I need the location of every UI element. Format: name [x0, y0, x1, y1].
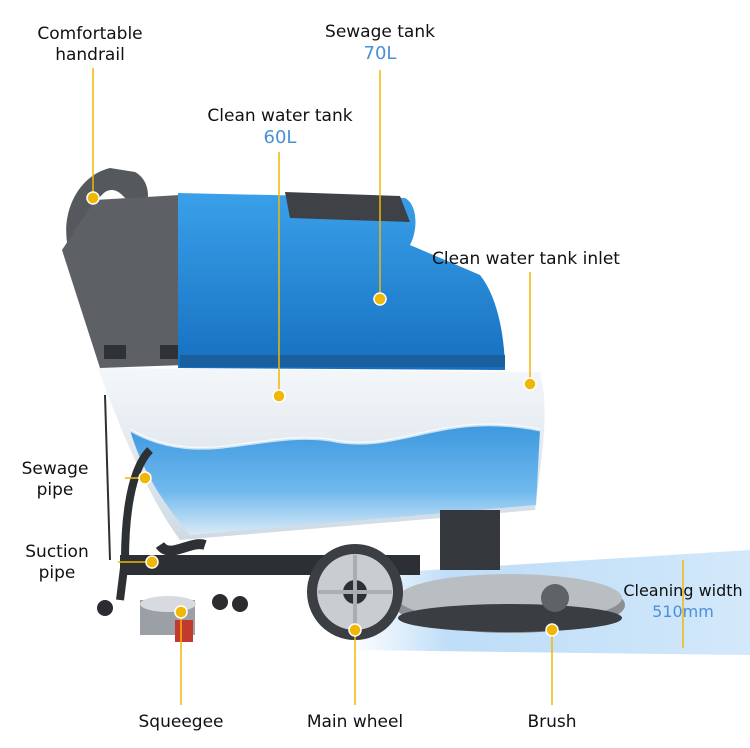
brush-plate — [395, 574, 625, 633]
leader-lines — [92, 68, 684, 705]
sewage-tank-shell — [178, 192, 505, 370]
label-sewage-tank: Sewage tank 70L — [310, 22, 450, 65]
cleaning-width-title: Cleaning width — [623, 581, 743, 600]
handrail — [66, 168, 148, 250]
label-handrail-line1: Comfortable — [37, 24, 143, 44]
cleaning-width-value: 510mm — [652, 602, 714, 621]
label-comfortable-handrail: Comfortable handrail — [30, 24, 150, 66]
clean-water-tank-title: Clean water tank — [207, 106, 353, 126]
label-handrail-line2: handrail — [55, 45, 125, 65]
label-sewage-pipe: Sewage pipe — [10, 459, 100, 501]
label-brush: Brush — [527, 712, 577, 732]
label-squeegee: Squeegee — [138, 712, 224, 732]
sewage-pipe-line2: pipe — [36, 480, 74, 500]
sewage-tank-capacity: 70L — [363, 43, 397, 64]
label-suction-pipe: Suction pipe — [12, 542, 102, 584]
main-wheel — [307, 544, 403, 640]
sewage-pipe-line1: Sewage — [21, 459, 89, 479]
label-main-wheel: Main wheel — [306, 712, 404, 732]
squeegee-unit — [140, 596, 196, 642]
suction-pipe-line1: Suction — [25, 542, 89, 562]
label-cleaning-width: Cleaning width 510mm — [616, 580, 750, 623]
leader-dots — [86, 191, 559, 637]
label-clean-water-tank: Clean water tank 60L — [200, 106, 360, 149]
rear-housing — [62, 195, 185, 368]
suction-pipe-line2: pipe — [38, 563, 76, 583]
clean-water-tank-capacity: 60L — [263, 127, 297, 148]
clean-water-tank-shell — [98, 368, 545, 540]
sewage-tank-title: Sewage tank — [325, 22, 435, 42]
label-clean-water-tank-inlet: Clean water tank inlet — [432, 249, 620, 269]
